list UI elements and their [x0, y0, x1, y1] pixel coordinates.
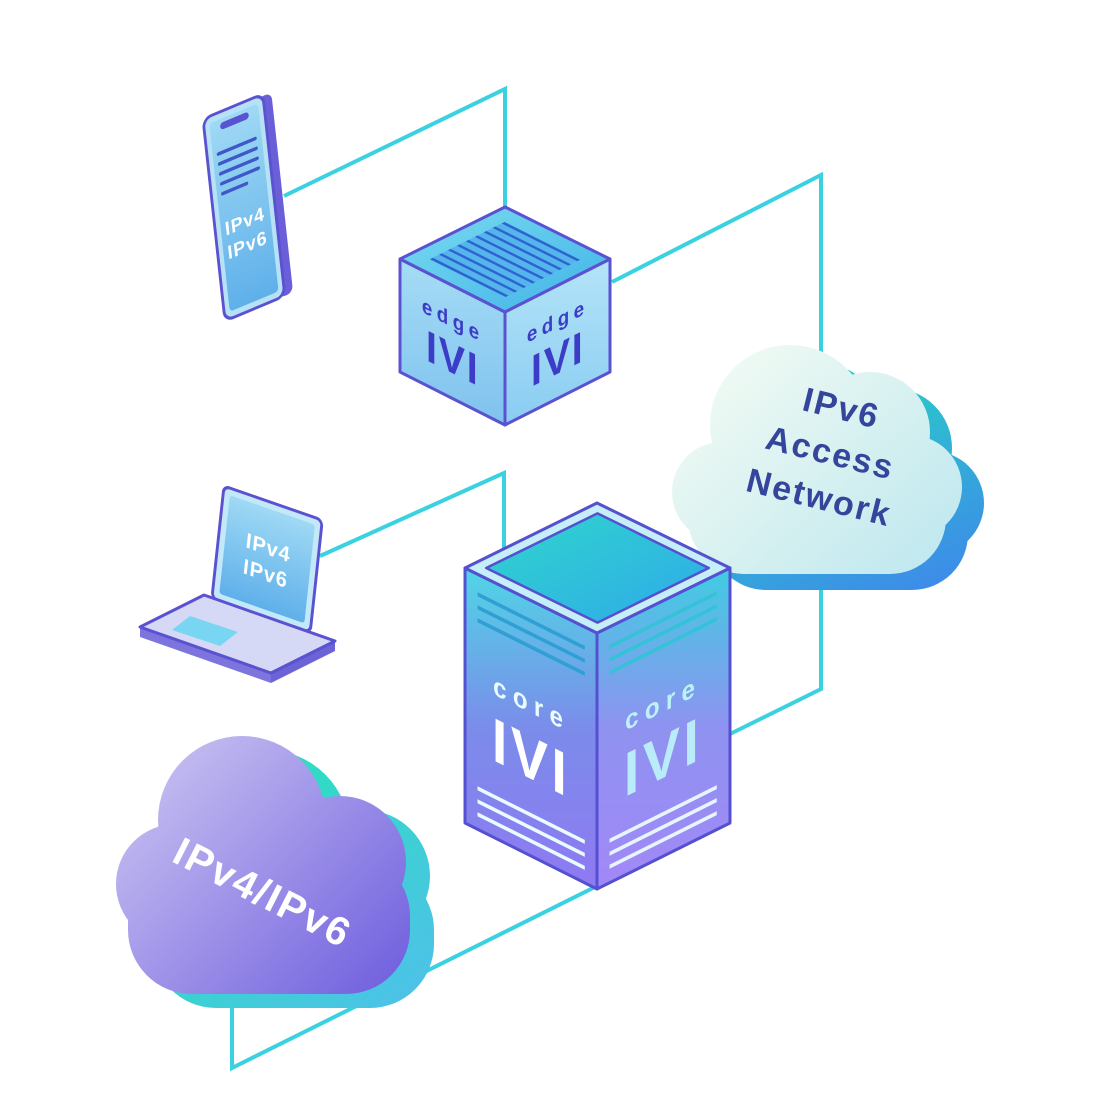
laptop-device: IPv4 IPv6: [138, 486, 337, 683]
access-network-cloud: IPv6 Access Network: [672, 345, 984, 590]
laptop-base-deck: [138, 593, 337, 675]
connection-line-laptop-core: [319, 469, 506, 558]
connection-line-edge-cloud: [611, 171, 823, 380]
laptop-screen: [219, 496, 315, 623]
laptop-base-front-edge: [140, 627, 271, 683]
core-top-inner-panel: [484, 512, 711, 624]
dual-stack-cloud: IPv4/IPv6: [116, 736, 434, 1008]
connection-line-cloud-core: [729, 560, 823, 736]
phone-screen-text-lines: [216, 136, 261, 196]
phone-device: IPv4 IPv6: [202, 94, 293, 320]
phone-screen: [209, 104, 279, 311]
edge-router-cube: edge IVI edge IVI: [398, 205, 612, 427]
access-network-cloud-body: [672, 345, 962, 574]
core-router-box: core IVI core IVI: [463, 501, 732, 891]
phone-notch: [220, 112, 249, 130]
laptop-touchpad: [172, 616, 238, 646]
edge-cube-vent-lines: [429, 221, 581, 298]
dual-stack-cloud-body: [116, 736, 410, 994]
connection-line-phone-edge: [283, 85, 507, 246]
laptop-base-right-edge: [271, 641, 335, 683]
